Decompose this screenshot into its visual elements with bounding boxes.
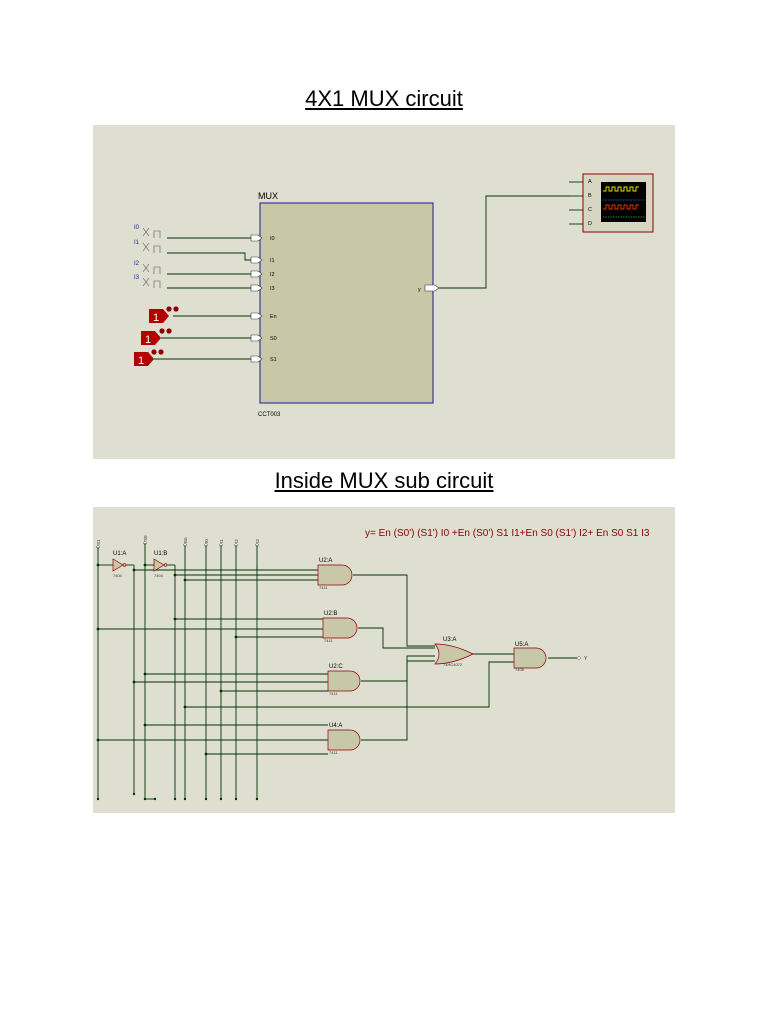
switch-label-i1: I1 xyxy=(134,240,140,246)
mux-circuit-panel: MUX CCT003 I0 I1 I2 I3 En S0 S1 y xyxy=(93,125,675,459)
and-gate-u2a: U2:A 7411 xyxy=(317,558,353,590)
inverter-u1b: U1:B 7404 xyxy=(153,551,167,578)
pin-i1-port xyxy=(250,256,263,264)
and-gate-u2b-label: U2:B xyxy=(324,611,337,617)
and-gate-u5a-part: 7408 xyxy=(515,667,525,672)
terminal-i2: I2 xyxy=(234,539,239,543)
terminal-en: En xyxy=(183,537,188,543)
sub-circuit-wires xyxy=(97,543,577,799)
scope-trace-a xyxy=(603,186,639,192)
pin-i3-port xyxy=(250,284,263,292)
switch-label-i2: I2 xyxy=(134,261,140,267)
pin-label-y: y xyxy=(418,287,421,293)
pin-s1-port xyxy=(250,355,263,363)
terminal-i1: I1 xyxy=(219,539,224,543)
and-gate-u2a-label: U2:A xyxy=(319,558,332,564)
scope-screen xyxy=(601,182,646,222)
pin-label-i2: I2 xyxy=(270,272,275,278)
pin-label-i3: I3 xyxy=(270,286,275,292)
pin-label-i0: I0 xyxy=(270,236,275,242)
logic-state-s0[interactable]: 1 xyxy=(141,328,172,346)
and-gate-u2c: U2:C 7411 xyxy=(327,664,361,696)
and-gate-u2c-part: 7411 xyxy=(329,691,338,696)
oscilloscope[interactable]: A B C D xyxy=(582,173,654,233)
output-terminal-y: Y xyxy=(577,656,588,662)
switch-i0[interactable] xyxy=(142,227,161,238)
and-gate-u2c-label: U2:C xyxy=(329,664,343,670)
switch-i3[interactable] xyxy=(142,277,161,288)
switch-i1[interactable] xyxy=(142,242,161,253)
scope-channel-a: A xyxy=(588,179,592,185)
pin-s0-port xyxy=(250,334,263,342)
inverter-u1b-part: 7404 xyxy=(154,573,164,578)
logic-state-en[interactable]: 1 xyxy=(149,306,179,324)
and-gate-u2b: U2:B 7411 xyxy=(322,611,358,643)
terminal-i3: I3 xyxy=(255,539,260,543)
mux-block-ref: CCT003 xyxy=(258,412,281,418)
switch-label-i3: I3 xyxy=(134,275,140,281)
mux-schematic: MUX CCT003 I0 I1 I2 I3 En S0 S1 y xyxy=(134,173,654,418)
or-gate-u3a-part: 74HC4072 xyxy=(443,662,463,667)
and-gate-u5a-label: U5:A xyxy=(515,642,528,648)
and-gate-u4a: U4:A 7411 xyxy=(327,723,361,755)
pin-i0-port xyxy=(250,234,263,242)
bottom-diagram-title: Inside MUX sub circuit xyxy=(274,468,494,493)
inverter-u1a-label: U1:A xyxy=(113,551,126,557)
sub-circuit-panel: y= En (S0') (S1') I0 +En (S0') S1 I1+En … xyxy=(93,507,675,813)
pin-label-en: En xyxy=(270,314,277,320)
pin-label-i1: I1 xyxy=(270,258,275,264)
scope-channel-d: D xyxy=(588,221,592,227)
or-gate-u3a-label: U3:A xyxy=(443,637,456,643)
inverter-u1a-part: 7404 xyxy=(113,573,123,578)
mux-wires xyxy=(153,181,583,360)
and-gate-u4a-label: U4:A xyxy=(329,723,342,729)
pin-y-port xyxy=(424,284,440,292)
inverter-u1b-label: U1:B xyxy=(154,551,167,557)
scope-channel-b: B xyxy=(588,193,592,199)
mux-block xyxy=(259,202,434,404)
logic-state-en-value: 1 xyxy=(153,312,159,324)
terminal-i0: I0 xyxy=(204,539,209,543)
top-diagram-title: 4X1 MUX circuit xyxy=(305,86,463,111)
switch-i2[interactable] xyxy=(142,263,161,274)
scope-trace-c xyxy=(603,204,639,210)
pin-label-s1: S1 xyxy=(270,357,277,363)
and-gate-u5a: U5:A 7408 xyxy=(513,642,547,672)
logic-state-s1[interactable]: 1 xyxy=(134,349,164,367)
mux-block-name: MUX xyxy=(258,191,278,201)
inverter-u1a: U1:A 7404 xyxy=(112,551,126,578)
or-gate-u3a: U3:A 74HC4072 xyxy=(434,637,474,667)
logic-state-s1-value: 1 xyxy=(138,355,144,367)
switch-label-i0: I0 xyxy=(134,225,140,231)
pin-en-port xyxy=(250,312,263,320)
logic-state-s0-value: 1 xyxy=(145,334,151,346)
and-gate-u2b-part: 7411 xyxy=(324,638,333,643)
output-terminal-label: Y xyxy=(584,656,588,662)
pin-i2-port xyxy=(250,270,263,278)
and-gate-u2a-part: 7411 xyxy=(319,585,328,590)
pin-label-s0: S0 xyxy=(270,336,277,342)
terminal-s1: S1 xyxy=(96,539,101,545)
boolean-equation: y= En (S0') (S1') I0 +En (S0') S1 I1+En … xyxy=(365,528,650,539)
sub-circuit-schematic: y= En (S0') (S1') I0 +En (S0') S1 I1+En … xyxy=(96,528,650,801)
and-gate-u4a-part: 7411 xyxy=(329,750,338,755)
terminal-s0: S0 xyxy=(143,535,148,541)
scope-channel-c: C xyxy=(588,207,592,213)
